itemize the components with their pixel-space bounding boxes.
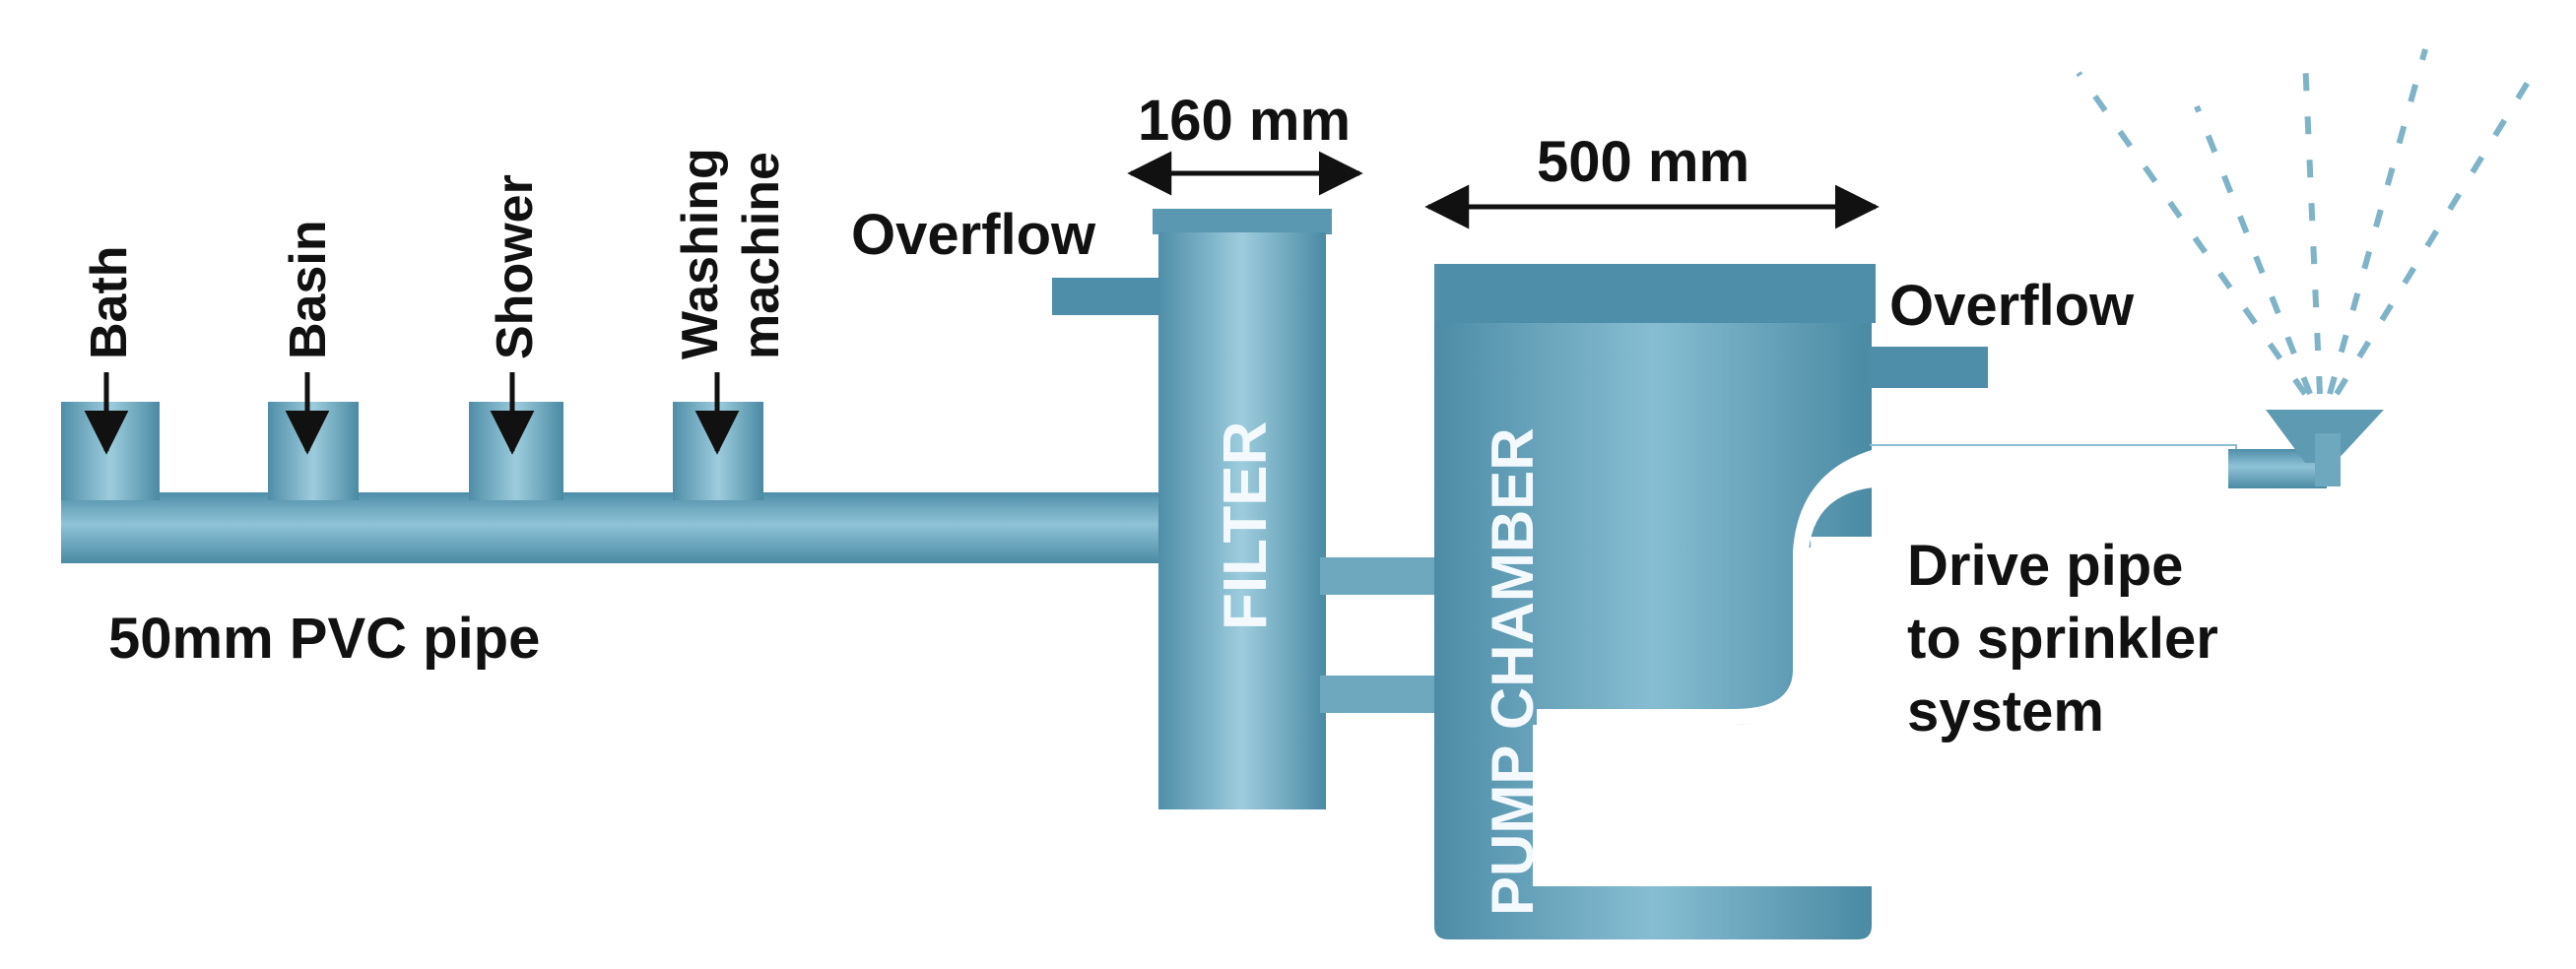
drive-pipe	[2228, 410, 2384, 488]
inlet-label-basin: Basin	[280, 220, 337, 359]
overflow-filter-label: Overflow	[851, 203, 1096, 267]
pvc-pipe	[61, 402, 1164, 563]
drive-pipe-label-1: Drive pipe	[1907, 534, 2183, 598]
pump-chamber-label: PUMP CHAMBER	[1480, 427, 1546, 916]
inlet-stub-bath	[61, 402, 160, 500]
overflow-chamber-label: Overflow	[1889, 274, 2135, 338]
drive-pipe-label-3: system	[1907, 679, 2104, 743]
inlet-stub-basin	[268, 402, 359, 500]
filter-label: FILTER	[1212, 421, 1280, 630]
sprinkler-spray	[2076, 48, 2543, 396]
chamber-width-label: 500 mm	[1537, 130, 1750, 194]
pipe-label: 50mm PVC pipe	[108, 607, 540, 671]
inlet-label-washing-machine: Washingmachine	[672, 148, 790, 359]
inlet-label-bath: Bath	[81, 245, 138, 359]
drive-pipe-label-2: to sprinkler	[1907, 607, 2218, 671]
filter-width-label: 160 mm	[1138, 89, 1351, 153]
inlet-arrows	[84, 372, 740, 455]
pump-chamber	[1434, 264, 2237, 939]
inlet-stub-shower	[469, 402, 563, 500]
washing-label-line-1: Washing	[672, 148, 729, 359]
inlet-label-shower: Shower	[487, 174, 544, 359]
filter	[1052, 209, 1438, 809]
washing-label-line-2: machine	[733, 152, 790, 359]
